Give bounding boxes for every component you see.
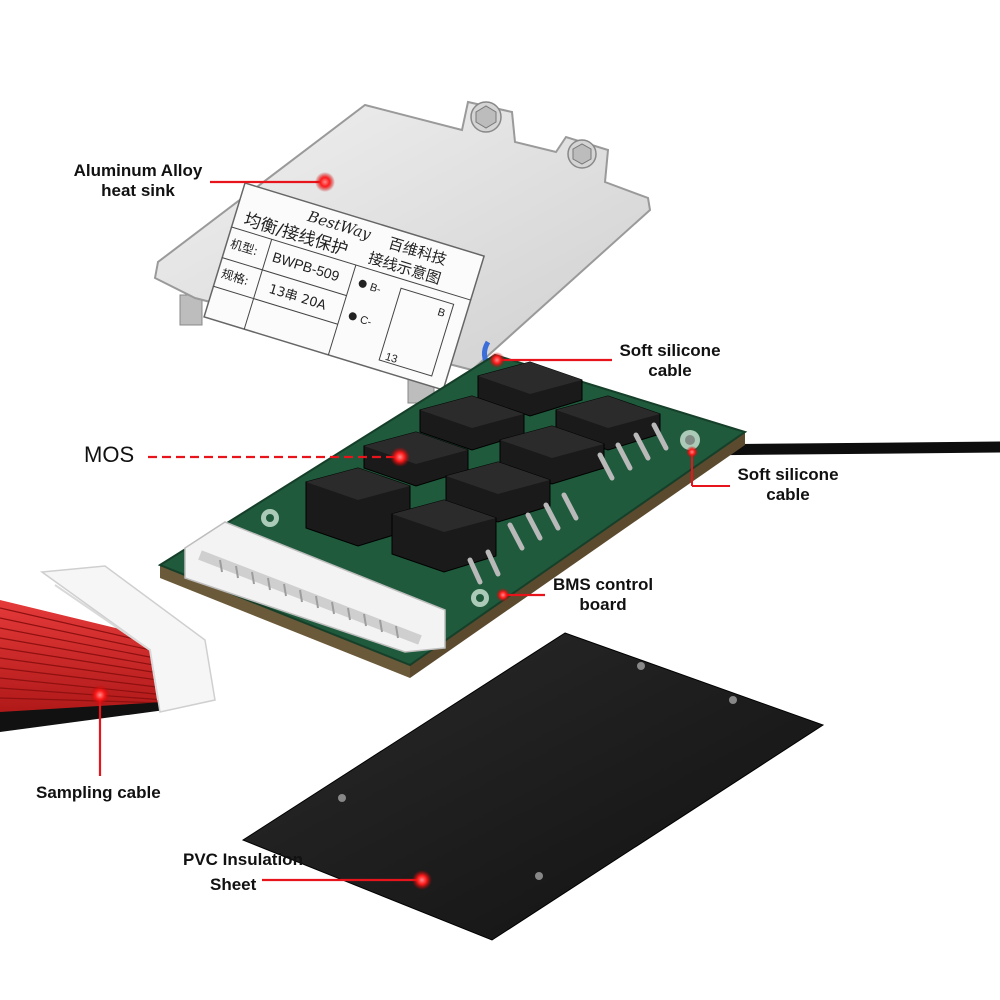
soft-silicone-cable-black	[684, 441, 1000, 456]
pvc-sheet-label: PVC Insulation Sheet	[183, 850, 303, 895]
sampling-ribbon-cable	[0, 565, 216, 732]
sampling-connector	[184, 521, 446, 653]
heat-sink: BestWay 百维科技 均衡/接线保护 接线示意图 机型: BWPB-509 …	[153, 100, 652, 404]
soft-cable-top-line2: cable	[648, 361, 692, 380]
pvc-insulation-sheet	[241, 632, 825, 941]
soft-cable-right-line2: cable	[766, 485, 810, 504]
bms-control-board	[157, 353, 748, 678]
pvc-sheet-line2: Sheet	[210, 875, 257, 894]
soft-cable-top-label: Soft silicone cable	[612, 341, 728, 381]
callouts	[90, 172, 730, 890]
sticker-b-minus: B-	[368, 281, 382, 296]
heat-sink-label-line1: Aluminum Alloy	[73, 161, 203, 180]
sticker-b-small: B	[436, 306, 447, 320]
soft-cable-right-line1: Soft silicone	[737, 465, 839, 484]
pvc-sheet-line1: PVC Insulation	[183, 850, 303, 869]
bms-board-line1: BMS control	[552, 575, 654, 594]
sampling-cable-label: Sampling cable	[36, 783, 161, 802]
bms-board-label: BMS control board	[547, 575, 659, 615]
heat-sink-label-line2: heat sink	[101, 181, 175, 200]
mos-label: MOS	[84, 442, 135, 467]
soft-cable-top-line1: Soft silicone	[619, 341, 721, 360]
sticker-c-minus: C-	[358, 314, 373, 329]
bms-board-line2: board	[579, 595, 627, 614]
sticker-num: 13	[384, 351, 399, 366]
soft-cable-right-label: Soft silicone cable	[730, 465, 846, 505]
heat-sink-sticker: BestWay 百维科技 均衡/接线保护 接线示意图 机型: BWPB-509 …	[203, 182, 486, 391]
heat-sink-label: Aluminum Alloy heat sink	[66, 161, 210, 201]
